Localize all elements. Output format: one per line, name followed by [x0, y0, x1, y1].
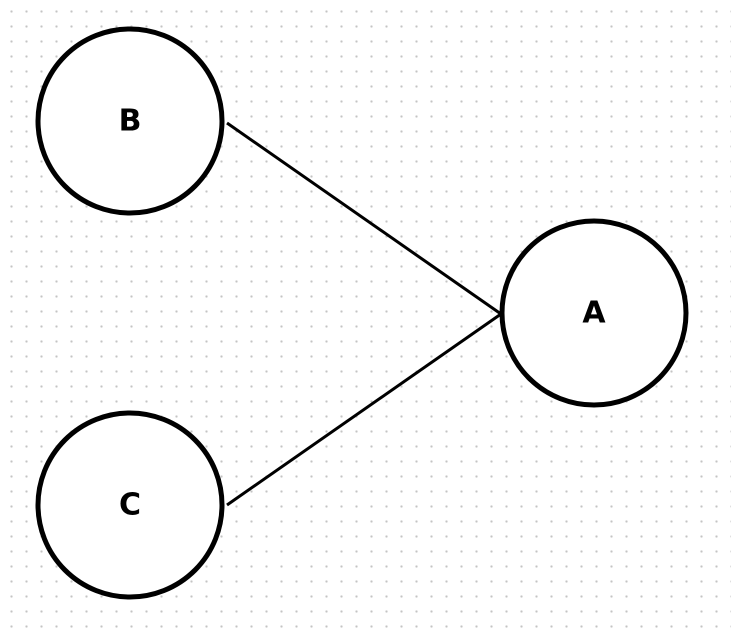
- node-a-circle: [499, 218, 689, 408]
- node-a-label: A: [582, 296, 606, 331]
- node-c[interactable]: C: [35, 410, 225, 600]
- node-b-label: B: [119, 104, 142, 139]
- edge-c-a: [226, 312, 502, 507]
- node-b-circle: [35, 26, 225, 216]
- node-a[interactable]: A: [499, 218, 689, 408]
- node-c-label: C: [119, 488, 141, 523]
- edge-b-a: [226, 121, 502, 316]
- node-b[interactable]: B: [35, 26, 225, 216]
- node-c-circle: [35, 410, 225, 600]
